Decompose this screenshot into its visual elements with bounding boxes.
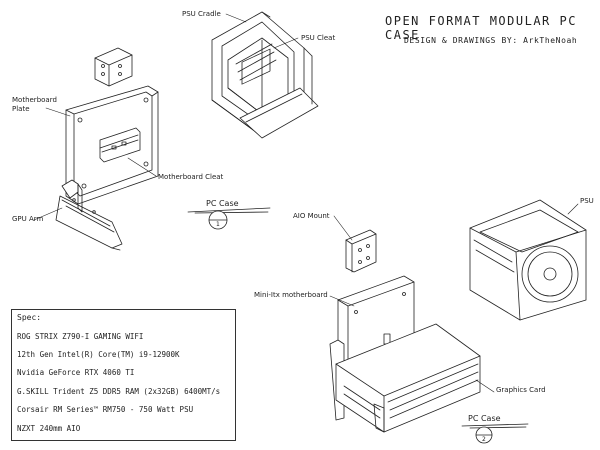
detail-callout-2: [461, 423, 529, 444]
detail-2-name: PC Case: [468, 414, 501, 423]
drawing-title: OPEN FORMAT MODULAR PC CASE: [385, 14, 577, 42]
spec-line-ram: G.SKILL Trident Z5 DDR5 RAM (2x32GB) 640…: [17, 387, 221, 396]
label-graphics-card: Graphics Card: [496, 386, 546, 394]
psu-cradle-part: [211, 11, 319, 139]
detail-1-number: 1: [216, 221, 220, 228]
aio-mount-part: [345, 229, 377, 273]
label-psu: PSU: [580, 197, 594, 205]
label-gpu-arm: GPU Arm: [12, 215, 44, 223]
label-psu-cleat: PSU Cleat: [301, 34, 336, 42]
label-mini-itx: Mini-Itx motherboard: [254, 291, 328, 299]
label-aio-mount: AIO Mount: [293, 212, 330, 220]
spec-heading: Spec:: [17, 313, 42, 322]
label-psu-cradle: PSU Cradle: [182, 10, 221, 18]
spec-line-motherboard: ROG STRIX Z790-I GAMING WIFI: [17, 332, 144, 341]
gpu-arm-part: [55, 179, 123, 251]
spec-line-cooler: NZXT 240mm AIO: [17, 424, 81, 433]
drawing-subtitle: DESIGN & DRAWINGS BY: ArkTheNoah: [404, 36, 578, 45]
spec-line-gpu: Nvidia GeForce RTX 4060 TI: [17, 368, 135, 377]
label-motherboard-plate: Motherboard Plate: [12, 96, 57, 113]
leader-lines: [33, 13, 579, 393]
assembly-part: [329, 275, 481, 433]
detail-2-number: 2: [482, 436, 486, 443]
detail-callout-1: [187, 207, 271, 230]
label-motherboard-cleat: Motherboard Cleat: [158, 173, 224, 181]
spec-box: Spec: ROG STRIX Z790-I GAMING WIFI 12th …: [11, 309, 236, 441]
loose-cleat-part: [94, 47, 133, 87]
spec-line-psu: Corsair RM Series™ RM750 - 750 Watt PSU: [17, 405, 194, 414]
spec-line-cpu: 12th Gen Intel(R) Core(TM) i9-12900K: [17, 350, 180, 359]
psu-part: [469, 199, 587, 321]
detail-1-name: PC Case: [206, 199, 239, 208]
